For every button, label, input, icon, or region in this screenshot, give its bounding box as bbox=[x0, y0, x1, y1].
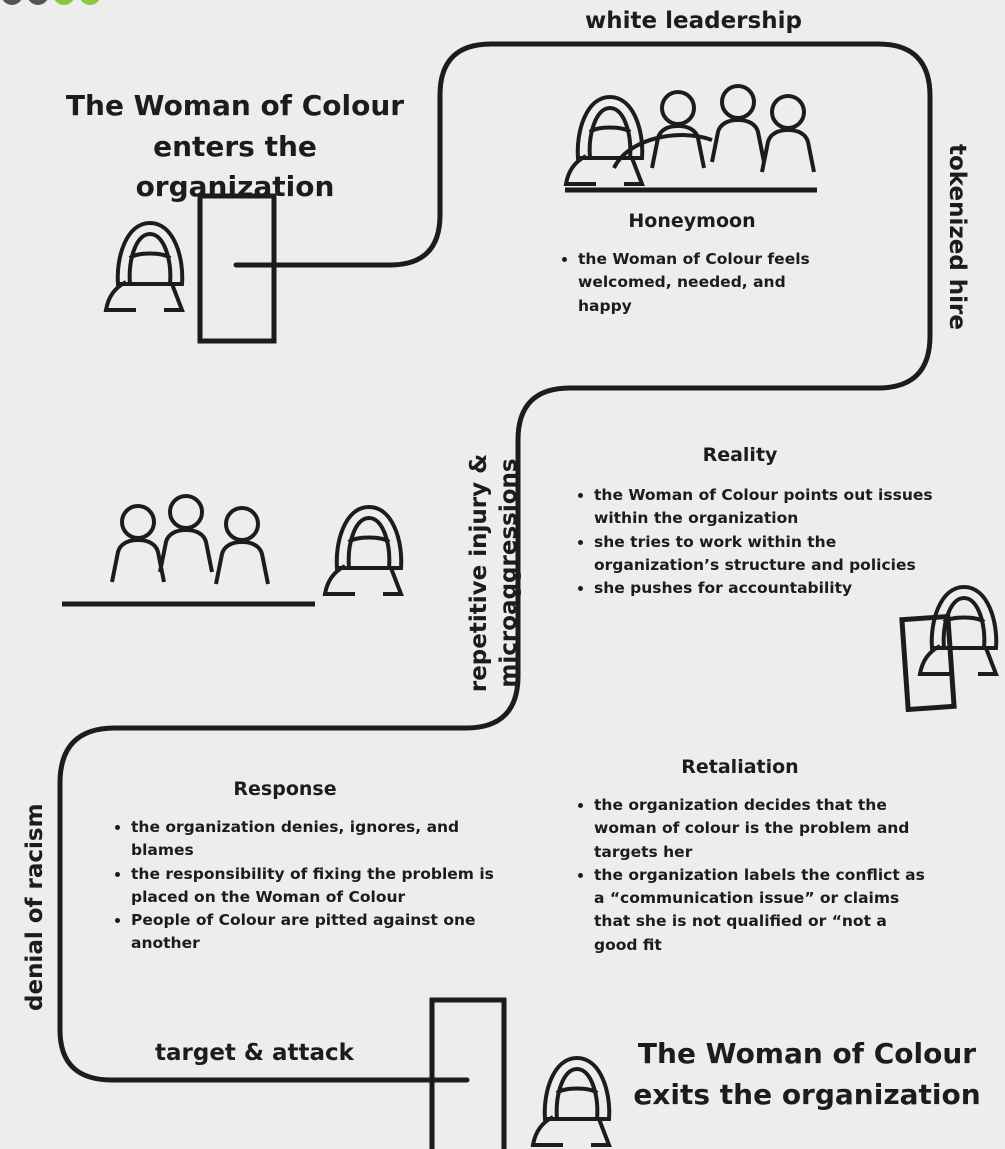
repetitive-injury-line-1: repetitive injury & bbox=[466, 453, 492, 693]
honeymoon-title: Honeymoon bbox=[628, 210, 756, 232]
reality-item: she tries to work within the organizatio… bbox=[594, 531, 934, 578]
reality-list: the Woman of Colour points out issues wi… bbox=[558, 484, 934, 600]
enter-label: The Woman of Colour enters the organizat… bbox=[65, 89, 405, 204]
retaliation-item: the organization labels the conflict as … bbox=[594, 864, 934, 957]
denial-of-racism-label: denial of racism bbox=[22, 803, 48, 1011]
reality-item: the Woman of Colour points out issues wi… bbox=[594, 484, 934, 531]
response-title: Response bbox=[233, 778, 337, 800]
white-leadership-label: white leadership bbox=[585, 8, 802, 34]
retaliation-list: the organization decides that the woman … bbox=[558, 794, 934, 957]
staff-group bbox=[62, 494, 404, 607]
logo-mark bbox=[2, 0, 100, 5]
entry-door bbox=[197, 193, 277, 344]
entering-woman-figure bbox=[104, 221, 185, 312]
exiting-woman-figure bbox=[531, 1056, 612, 1147]
reality-title: Reality bbox=[702, 444, 778, 466]
exit-label: The Woman of Colour exits the organizati… bbox=[633, 1037, 981, 1111]
tokenized-hire-label: tokenized hire bbox=[944, 144, 970, 330]
journey-path bbox=[57, 41, 933, 1083]
response-item: People of Colour are pitted against one … bbox=[131, 909, 515, 956]
honeymoon-item: the Woman of Colour feels welcomed, need… bbox=[578, 248, 832, 318]
woman-with-document bbox=[899, 585, 999, 713]
response-item: the responsibility of fixing the problem… bbox=[131, 863, 515, 910]
reality-item: she pushes for accountability bbox=[594, 577, 934, 600]
white-leadership-group bbox=[564, 84, 817, 193]
response-item: the organization denies, ignores, and bl… bbox=[131, 816, 515, 863]
response-list: the organization denies, ignores, and bl… bbox=[95, 816, 515, 956]
target-attack-label: target & attack bbox=[155, 1040, 354, 1066]
repetitive-injury-line-2: microaggressions bbox=[496, 458, 522, 688]
retaliation-title: Retaliation bbox=[681, 756, 799, 778]
retaliation-item: the organization decides that the woman … bbox=[594, 794, 934, 864]
exit-door bbox=[429, 997, 507, 1149]
honeymoon-list: the Woman of Colour feels welcomed, need… bbox=[542, 248, 832, 318]
repetitive-injury-label: repetitive injury & microaggressions bbox=[464, 423, 524, 723]
